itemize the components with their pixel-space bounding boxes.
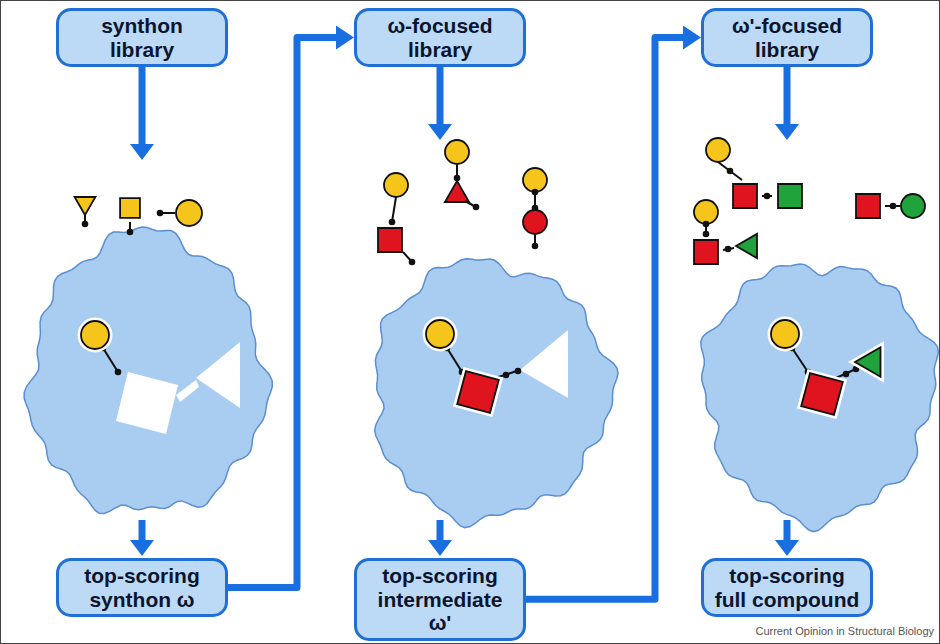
triangle-synthon bbox=[75, 197, 96, 215]
linker bbox=[718, 162, 742, 180]
circle-synthon bbox=[771, 320, 799, 348]
linker-dot bbox=[843, 371, 850, 378]
linker-dot bbox=[503, 372, 510, 379]
diamond-synthon bbox=[733, 184, 757, 208]
diamond-synthon bbox=[856, 194, 880, 218]
arrow-head bbox=[130, 540, 154, 556]
watermark: Current Opinion in Structural Biology bbox=[755, 625, 934, 637]
flow-connector bbox=[228, 26, 354, 588]
diamond-synthon-halo bbox=[457, 371, 499, 413]
arrow-head bbox=[428, 540, 452, 556]
arrow-head bbox=[130, 144, 154, 160]
circle-synthon bbox=[81, 321, 109, 349]
flow-arrow bbox=[784, 66, 791, 126]
process-box: synthon library bbox=[56, 8, 228, 67]
flow-arrow bbox=[437, 520, 444, 542]
flow-arrow bbox=[437, 66, 444, 126]
arrow-head bbox=[775, 540, 799, 556]
linker-dot bbox=[725, 246, 732, 253]
pocket-triangle bbox=[520, 330, 568, 398]
flow-arrow bbox=[784, 520, 791, 542]
linker bbox=[103, 348, 118, 372]
linker bbox=[392, 197, 396, 222]
triangle-synthon-halo bbox=[855, 347, 881, 376]
linker-dot bbox=[727, 168, 734, 175]
linker-dot bbox=[532, 243, 539, 250]
linker-dot bbox=[127, 229, 134, 236]
diamond-synthon-halo bbox=[801, 373, 843, 415]
protein-blob bbox=[701, 264, 939, 532]
connector-line bbox=[228, 38, 338, 588]
linker-dot bbox=[82, 221, 89, 228]
linker-dot bbox=[703, 231, 710, 238]
circle-synthon-halo bbox=[771, 320, 799, 348]
diamond-synthon bbox=[778, 184, 802, 208]
triangle-synthon bbox=[855, 347, 881, 376]
process-box: top-scoring synthon ω bbox=[56, 558, 228, 617]
box-label: top-scoring full compound bbox=[712, 564, 862, 611]
circle-synthon-halo bbox=[81, 321, 109, 349]
linker-dot bbox=[115, 369, 122, 376]
linker bbox=[792, 348, 808, 372]
box-label: ω-focused library bbox=[365, 14, 515, 61]
circle-synthon bbox=[384, 173, 408, 197]
triangle-synthon bbox=[736, 234, 757, 258]
diamond-synthon bbox=[378, 228, 402, 252]
pocket-square bbox=[116, 372, 178, 434]
diamond-synthon bbox=[120, 198, 140, 218]
linker-dot bbox=[532, 189, 539, 196]
flow-connector bbox=[526, 26, 701, 600]
arrow-head bbox=[775, 124, 799, 140]
connector-line bbox=[526, 38, 685, 600]
box-label: top-scoring intermediate ω' bbox=[365, 564, 515, 635]
box-label: top-scoring synthon ω bbox=[67, 564, 217, 611]
circle-synthon bbox=[426, 320, 454, 348]
arrow-head bbox=[428, 124, 452, 140]
arrow-head bbox=[336, 26, 354, 50]
diamond-synthon bbox=[457, 371, 499, 413]
process-box: ω-focused library bbox=[354, 8, 526, 67]
box-label: synthon library bbox=[67, 14, 217, 61]
circle-synthon-halo bbox=[426, 320, 454, 348]
triangle-synthon bbox=[445, 181, 469, 202]
pocket-triangle bbox=[196, 342, 240, 408]
diamond-synthon bbox=[801, 373, 843, 415]
circle-synthon bbox=[523, 210, 547, 234]
circle-synthon bbox=[901, 194, 925, 218]
arrow-head bbox=[683, 26, 701, 50]
linker-dot bbox=[473, 204, 480, 211]
linker-dot bbox=[409, 259, 416, 266]
linker bbox=[447, 348, 462, 372]
circle-synthon bbox=[176, 200, 202, 226]
linker-dot bbox=[890, 203, 897, 210]
process-box: top-scoring full compound bbox=[701, 558, 873, 617]
circle-synthon bbox=[706, 138, 730, 162]
linker-dot bbox=[515, 368, 522, 375]
protein-blob bbox=[24, 227, 272, 513]
circle-synthon bbox=[694, 200, 718, 224]
process-box: top-scoring intermediate ω' bbox=[354, 558, 526, 641]
linker-dot bbox=[389, 219, 396, 226]
box-label: ω'-focused library bbox=[712, 14, 862, 61]
process-box: ω'-focused library bbox=[701, 8, 873, 67]
protein-blob bbox=[375, 259, 618, 528]
linker-dot bbox=[764, 193, 771, 200]
diamond-synthon bbox=[694, 240, 718, 264]
flow-arrow bbox=[139, 520, 146, 542]
circle-synthon bbox=[445, 140, 469, 164]
pocket-link bbox=[176, 380, 199, 402]
linker-dot bbox=[703, 221, 710, 228]
circle-synthon bbox=[523, 168, 547, 192]
flow-arrow bbox=[139, 66, 146, 146]
linker-dot bbox=[157, 210, 164, 217]
